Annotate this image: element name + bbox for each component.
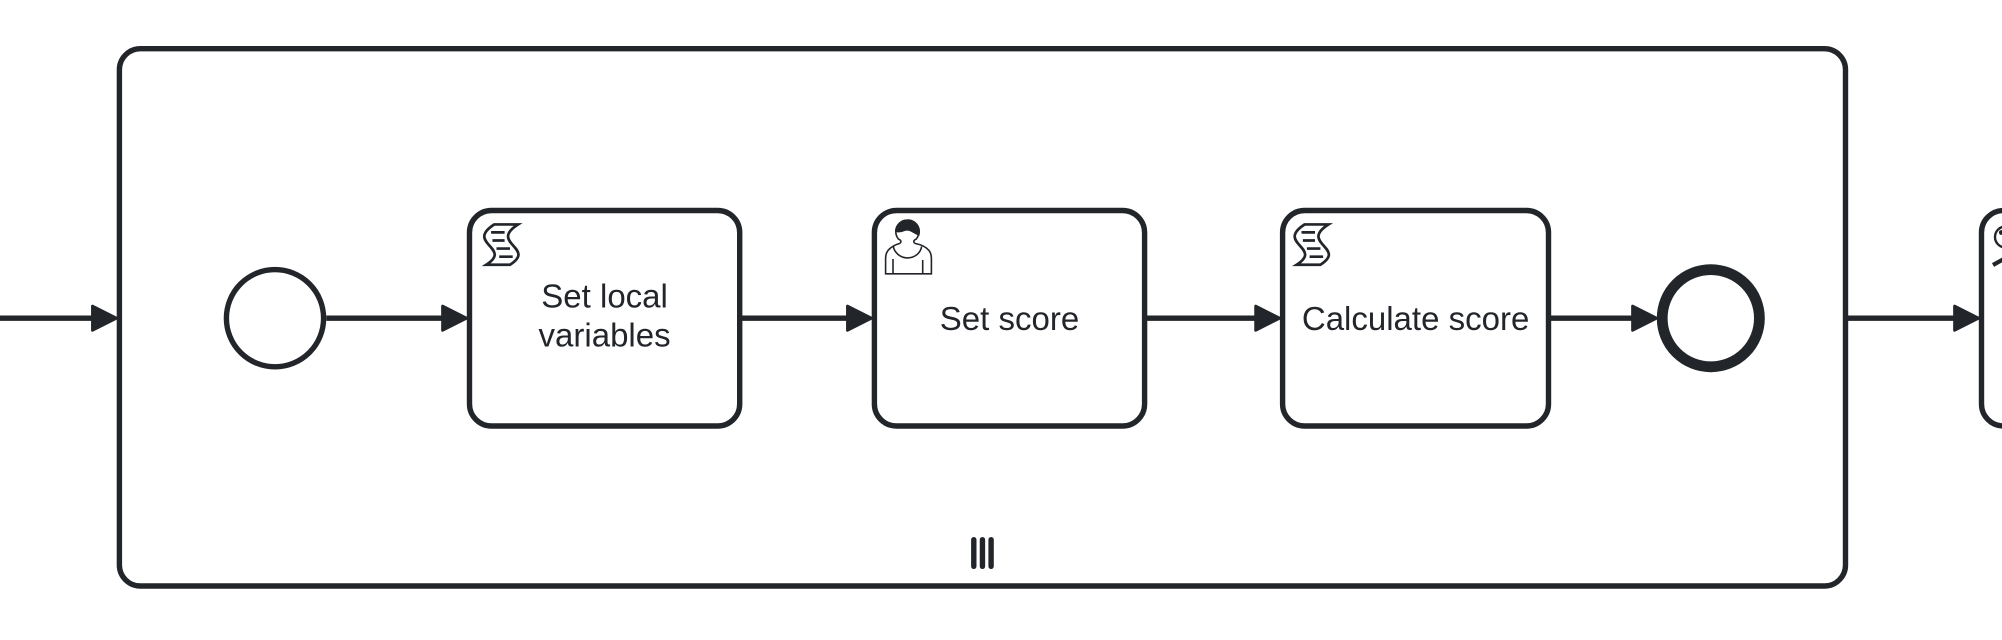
- svg-text:Set local: Set local: [541, 278, 668, 315]
- svg-text:Set score: Set score: [940, 300, 1079, 337]
- svg-text:variables: variables: [539, 316, 671, 353]
- svg-text:Calculate score: Calculate score: [1302, 300, 1529, 337]
